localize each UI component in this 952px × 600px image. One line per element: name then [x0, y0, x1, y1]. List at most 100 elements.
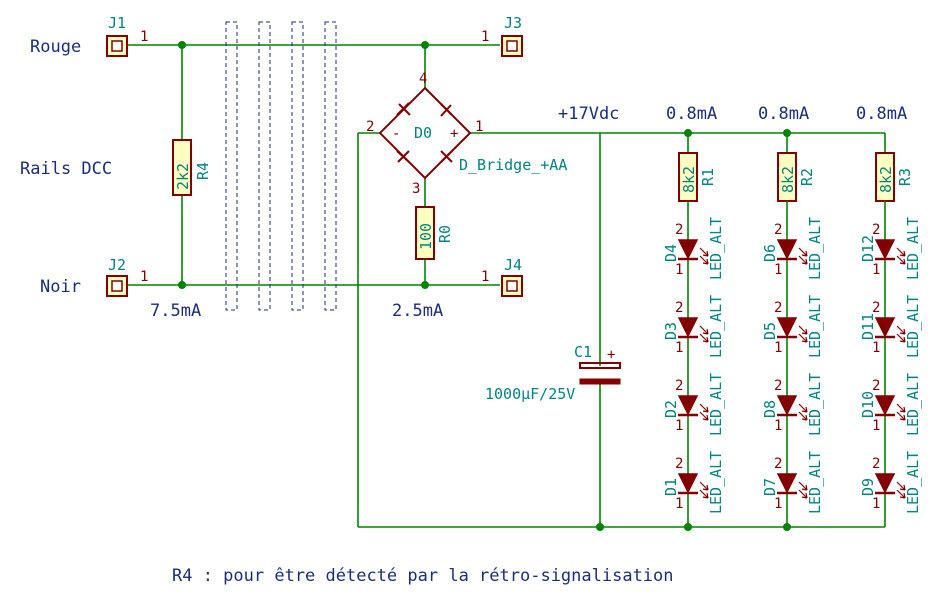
led-pin-bottom: 1: [774, 496, 782, 512]
led-emission-arrow-icon: [798, 333, 808, 343]
led-pin-top: 2: [774, 300, 782, 316]
bridge-diode-bl: [396, 150, 410, 163]
connector-j1[interactable]: J1 1: [106, 14, 148, 57]
bridge-pin1: 1: [475, 119, 483, 135]
capacitor-c1[interactable]: C1 + 1000µF/25V: [485, 343, 621, 403]
led-pin-bottom: 1: [675, 418, 683, 434]
junction-dot: [178, 281, 186, 289]
j2-pin: 1: [140, 269, 148, 285]
led-value: LED_ALT: [806, 217, 824, 280]
led-ref: D3: [662, 322, 680, 340]
led-ref: D7: [761, 478, 779, 496]
led-pin-top: 2: [872, 456, 880, 472]
connector-j3[interactable]: J3 1: [481, 14, 523, 57]
led-emission-arrow-icon: [699, 481, 709, 491]
connector-j2[interactable]: J2 1: [106, 256, 148, 297]
led-emission-arrow-icon: [798, 481, 808, 491]
led-value: LED_ALT: [904, 373, 922, 436]
connector-pin: [506, 40, 518, 52]
led-pin-top: 2: [774, 378, 782, 394]
resistor-r0[interactable]: 100 R0: [415, 206, 454, 260]
led-emission-arrow-icon: [896, 489, 906, 499]
connector-pin: [111, 40, 123, 52]
r1-ref: R1: [699, 168, 717, 186]
led-value: LED_ALT: [806, 373, 824, 436]
led-pin-top: 2: [675, 456, 683, 472]
resistor-r4[interactable]: 2k2 R4: [172, 139, 212, 196]
led-pin-bottom: 1: [774, 262, 782, 278]
resistor-r3[interactable]: 8k2 R3: [875, 152, 914, 202]
led-triangle: [776, 395, 798, 416]
led-value: LED_ALT: [806, 451, 824, 514]
r2-ref: R2: [798, 168, 816, 186]
led-emission-arrow-icon: [699, 489, 709, 499]
connector-pin: [506, 280, 518, 292]
connector-j4[interactable]: J4 1: [481, 256, 523, 297]
j1-ref: J1: [108, 14, 126, 32]
led-ref: D6: [761, 244, 779, 262]
led-value: LED_ALT: [707, 295, 725, 358]
led-emission-arrow-icon: [896, 255, 906, 265]
current-r4: 7.5mA: [150, 301, 201, 321]
junction-dot: [783, 129, 791, 137]
r2-value: 8k2: [779, 166, 797, 193]
led-triangle: [874, 239, 896, 260]
r3-value: 8k2: [877, 166, 895, 193]
resistor-r2[interactable]: 8k2 R2: [777, 152, 816, 202]
bridge-plus: +: [450, 126, 458, 142]
c1-plus: +: [607, 347, 615, 363]
led-emission-arrow-icon: [699, 403, 709, 413]
net-label-noir: Noir: [40, 277, 81, 297]
r1-value: 8k2: [680, 166, 698, 193]
net-label-rouge: Rouge: [30, 37, 81, 57]
led-emission-arrow-icon: [699, 333, 709, 343]
r0-ref: R0: [436, 225, 454, 243]
led-value: LED_ALT: [904, 295, 922, 358]
led-emission-arrow-icon: [798, 403, 808, 413]
bridge-ref: D0: [414, 124, 432, 142]
bridge-d0[interactable]: 4 2 1 3 - + D0 D_Bridge_+AA: [366, 71, 567, 197]
j1-pin: 1: [140, 29, 148, 45]
led-triangle: [677, 395, 699, 416]
net-label-vdc: +17Vdc: [558, 104, 619, 124]
r0-value: 100: [417, 223, 435, 250]
led-triangle: [874, 317, 896, 338]
r4-ref: R4: [194, 162, 212, 180]
led-ref: D2: [662, 400, 680, 418]
capacitor-plate-bottom: [579, 378, 621, 385]
junction-dot: [421, 41, 429, 49]
resistor-r1[interactable]: 8k2 R1: [678, 152, 717, 202]
led-emission-arrow-icon: [896, 325, 906, 335]
led-pin-top: 2: [872, 300, 880, 316]
led-pin-bottom: 1: [774, 340, 782, 356]
bridge-diode-tr: [440, 103, 453, 117]
led-triangle: [776, 473, 798, 494]
led-pin-top: 2: [675, 222, 683, 238]
junction-dot: [783, 523, 791, 531]
note-r4: R4 : pour être détecté par la rétro-sign…: [172, 566, 674, 586]
bridge-diode-br: [440, 150, 453, 163]
bridge-pin4: 4: [419, 71, 427, 87]
led-triangle: [874, 473, 896, 494]
r3-ref: R3: [896, 168, 914, 186]
connector-pin: [111, 280, 123, 292]
led-ref: D8: [761, 400, 779, 418]
led-pin-bottom: 1: [675, 340, 683, 356]
wires: [128, 44, 886, 528]
led-triangle: [677, 239, 699, 260]
